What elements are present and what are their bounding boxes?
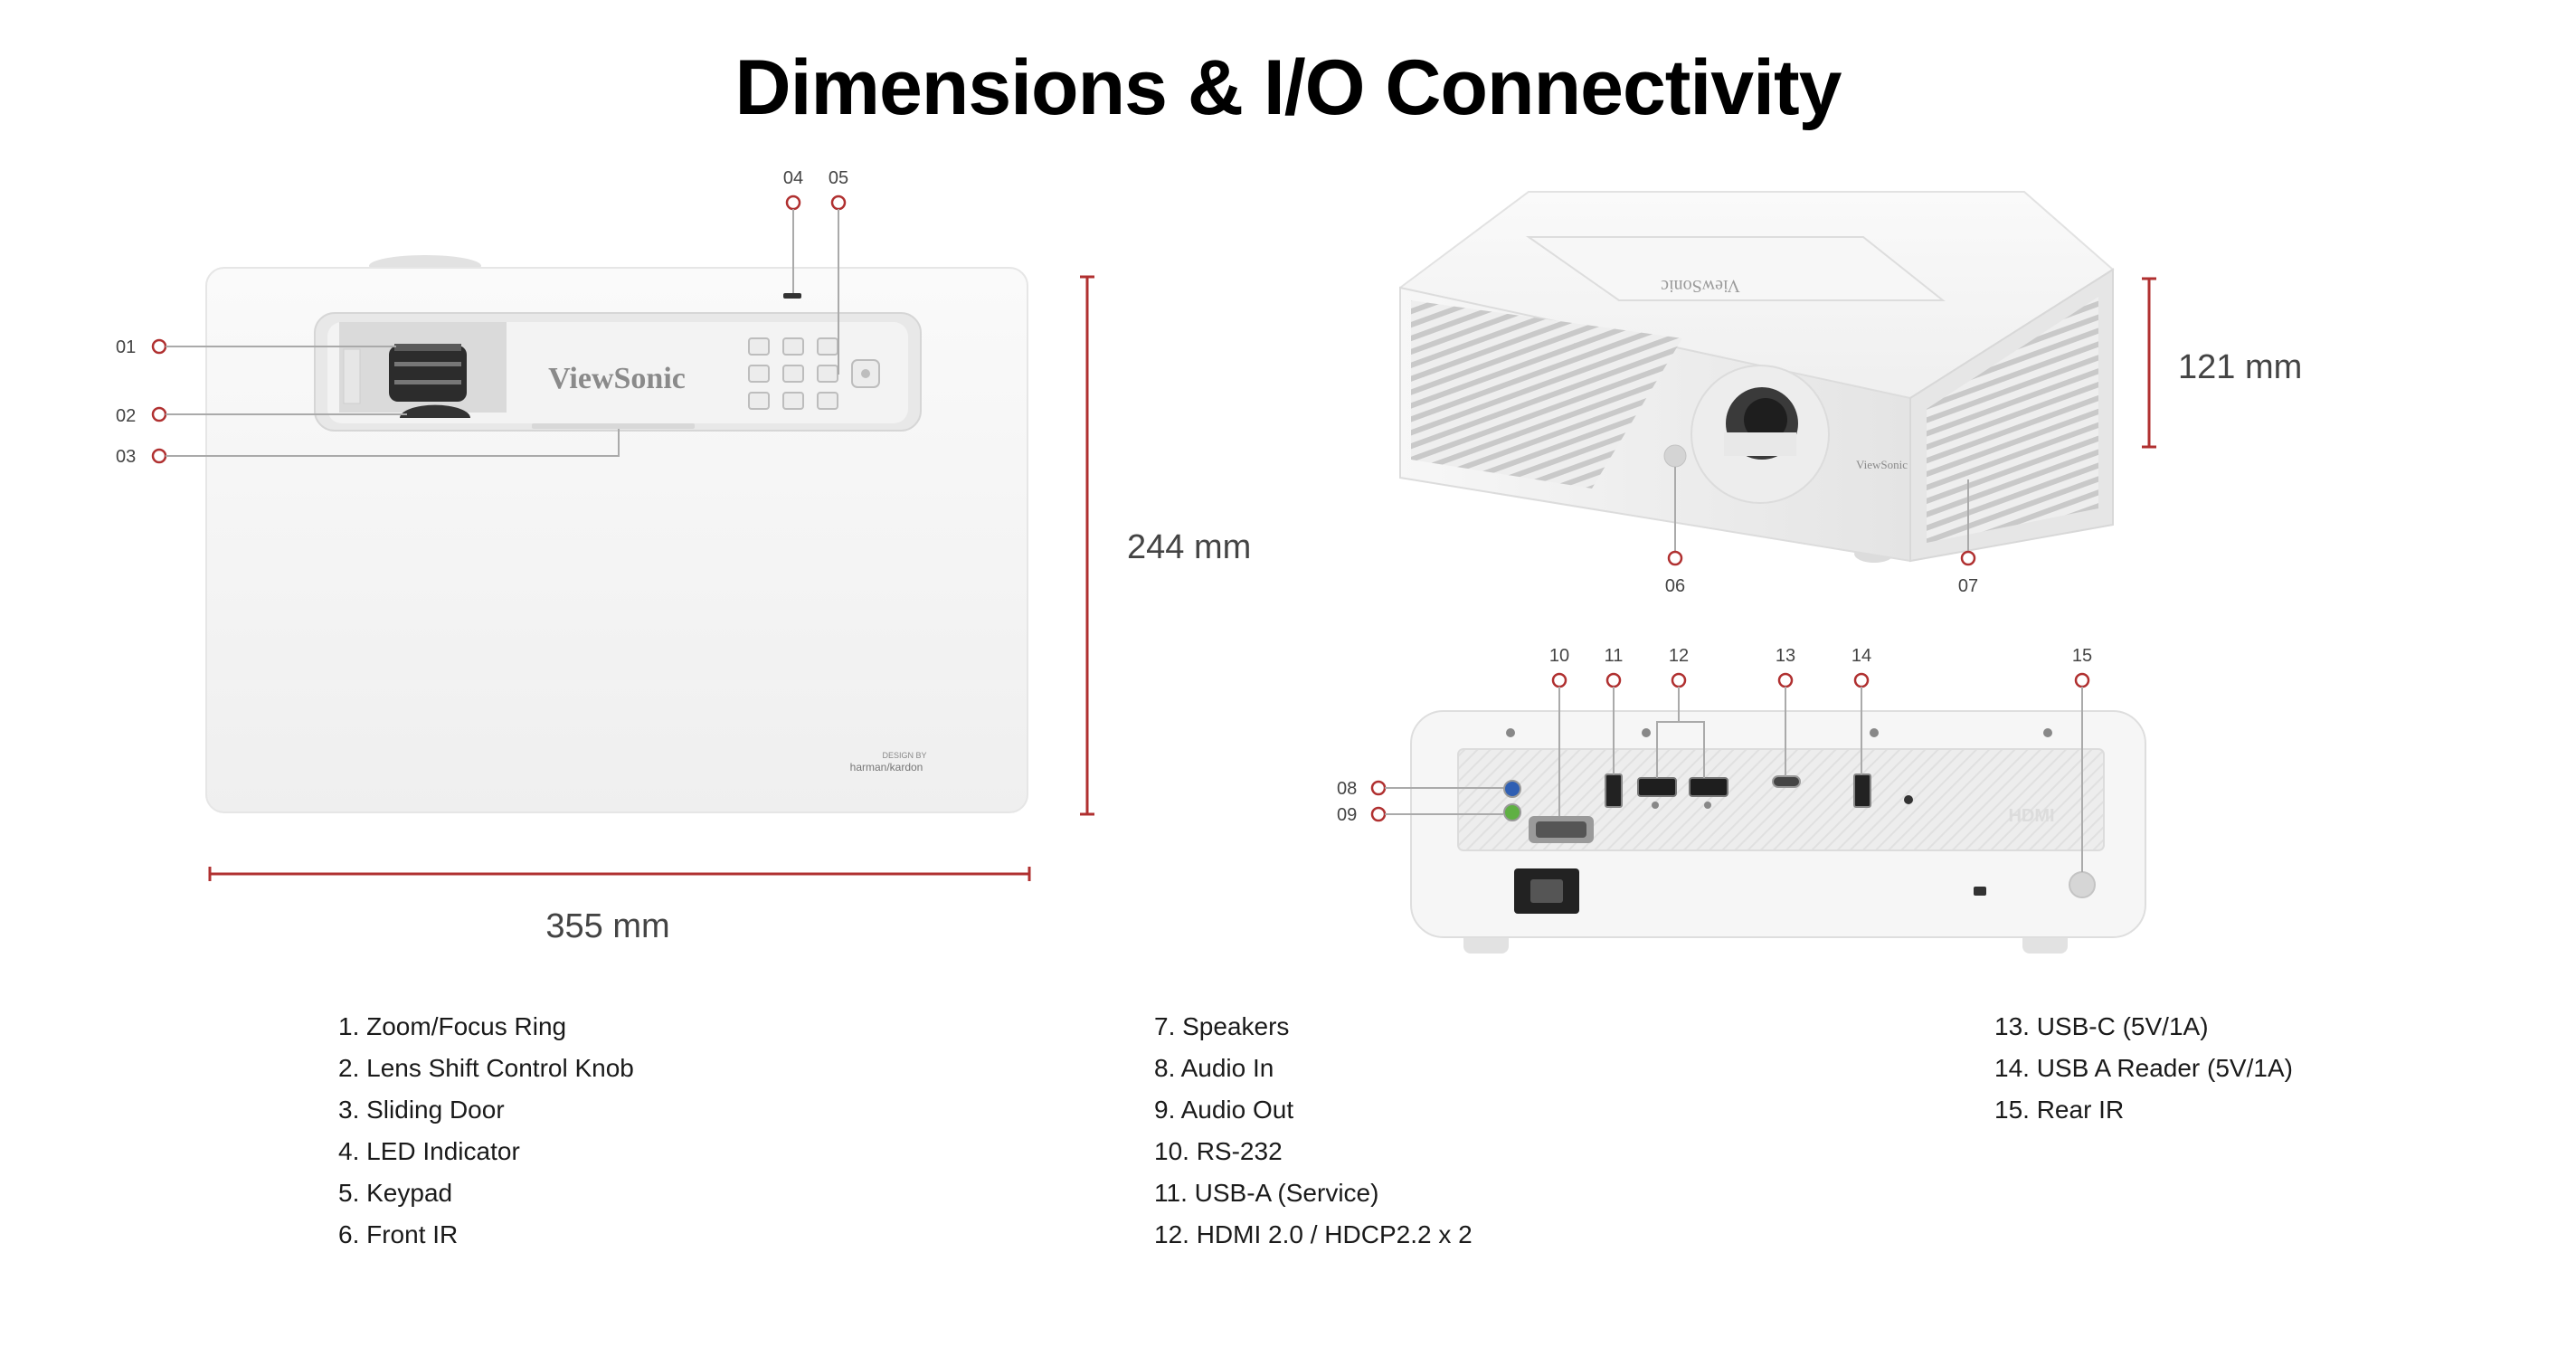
callout-04: 04: [783, 168, 803, 293]
rear-ir-sensor: [2069, 871, 2096, 898]
callout-02: 02: [116, 406, 407, 426]
legend-item: 3. Sliding Door: [338, 1096, 505, 1124]
legend-item: 9. Audio Out: [1154, 1096, 1294, 1124]
audio-in-jack: [1503, 780, 1521, 798]
dimension-height-label: 121 mm: [2178, 348, 2302, 386]
callout-15: 15: [2072, 646, 2092, 872]
callout-10-num: 10: [1549, 646, 1569, 666]
keypad: [748, 337, 880, 410]
callout-09-num: 09: [1337, 805, 1357, 825]
legend-item: 2. Lens Shift Control Knob: [338, 1054, 634, 1082]
callout-07-num: 07: [1958, 576, 1978, 596]
side-speaker-grille: [1927, 297, 2098, 543]
callout-10: 10: [1549, 646, 1569, 816]
legend-column-2: 7. Speakers 8. Audio In 9. Audio Out 10.…: [1154, 1006, 1473, 1256]
callout-14-num: 14: [1852, 646, 1871, 666]
legend-item: 6. Front IR: [338, 1220, 459, 1248]
callout-09: 09: [1337, 805, 1503, 825]
callout-08-num: 08: [1337, 779, 1357, 799]
speaker-badge-line1: DESIGN BY: [882, 751, 926, 760]
top-brand-logo: ViewSonic: [548, 362, 686, 395]
callout-05: 05: [829, 168, 848, 375]
projector-top-view: ViewSonic DESIGN BY harman/kardon: [205, 255, 1028, 813]
legend-item: 13. USB-C (5V/1A): [1994, 1012, 2209, 1040]
callout-07: 07: [1958, 479, 1978, 596]
dimension-depth: 244 mm: [1080, 275, 1251, 816]
callout-04-num: 04: [783, 168, 803, 188]
usb-a-service-port: [1605, 773, 1623, 808]
perspective-top-panel: [1525, 236, 1946, 301]
callout-12-num: 12: [1669, 646, 1689, 666]
front-ir-sensor: [1663, 444, 1687, 468]
callout-03-num: 03: [116, 447, 136, 467]
speaker-badge-line2: harman/kardon: [850, 761, 923, 773]
sliding-door: [532, 423, 695, 429]
legend-item: 1. Zoom/Focus Ring: [338, 1012, 567, 1040]
hdmi-port-2: [1689, 777, 1728, 797]
security-slot: [1974, 887, 1986, 896]
legend-item: 15. Rear IR: [1994, 1096, 2125, 1124]
legend-item: 11. USB-A (Service): [1154, 1179, 1379, 1207]
usb-c-port: [1772, 775, 1801, 788]
legend-item: 5. Keypad: [338, 1179, 453, 1207]
callout-01: 01: [116, 337, 396, 357]
callout-06-num: 06: [1665, 576, 1685, 596]
zoom-scale-strip: [343, 348, 361, 404]
callout-05-num: 05: [829, 168, 848, 188]
callout-14: 14: [1852, 646, 1871, 774]
audio-out-jack: [1503, 803, 1521, 821]
front-brand-logo: ViewSonic: [1856, 458, 1908, 471]
usb-a-reader-port: [1853, 773, 1871, 808]
callout-02-num: 02: [116, 406, 136, 426]
legend-item: 12. HDMI 2.0 / HDCP2.2 x 2: [1154, 1220, 1473, 1248]
perspective-top-logo: ViewSonic: [1661, 276, 1740, 296]
projector-rear-view: HDMI: [1410, 710, 2146, 954]
callout-03: 03: [116, 429, 620, 467]
rear-hdmi-mark: HDMI: [2008, 806, 2054, 826]
callout-01-num: 01: [116, 337, 136, 357]
legend-item: 14. USB A Reader (5V/1A): [1994, 1054, 2293, 1082]
page-title: Dimensions & I/O Connectivity: [734, 44, 1842, 131]
rear-pinhole: [1904, 795, 1913, 804]
callout-13-num: 13: [1776, 646, 1795, 666]
lens-shift-knob: [400, 404, 470, 418]
legend-item: 10. RS-232: [1154, 1137, 1283, 1165]
callout-11-num: 11: [1605, 646, 1624, 666]
dimension-width-label: 355 mm: [545, 907, 669, 945]
front-speaker-grille: [1411, 300, 1682, 489]
rs232-port: [1529, 816, 1594, 843]
led-indicator: [783, 293, 801, 299]
legend-item: 7. Speakers: [1154, 1012, 1290, 1040]
callout-12: 12: [1656, 646, 1705, 778]
legend-item: 8. Audio In: [1154, 1054, 1274, 1082]
callout-06: 06: [1665, 467, 1685, 596]
projector-perspective-view: ViewSonic ViewSonic: [1399, 191, 2115, 563]
callout-15-num: 15: [2072, 646, 2092, 666]
zoom-focus-ring: [389, 344, 467, 402]
callout-11: 11: [1605, 646, 1624, 774]
callout-13: 13: [1776, 646, 1795, 776]
legend-item: 4. LED Indicator: [338, 1137, 520, 1165]
power-key-dot: [861, 369, 870, 378]
dimension-depth-label: 244 mm: [1127, 528, 1251, 566]
hdmi-port-1: [1637, 777, 1677, 797]
dimension-width: 355 mm: [208, 867, 1031, 945]
dimension-height: 121 mm: [2142, 277, 2302, 449]
callout-08: 08: [1337, 779, 1503, 799]
legend-column-1: 1. Zoom/Focus Ring 2. Lens Shift Control…: [338, 1006, 634, 1256]
legend-column-3: 13. USB-C (5V/1A) 14. USB A Reader (5V/1…: [1994, 1006, 2293, 1131]
